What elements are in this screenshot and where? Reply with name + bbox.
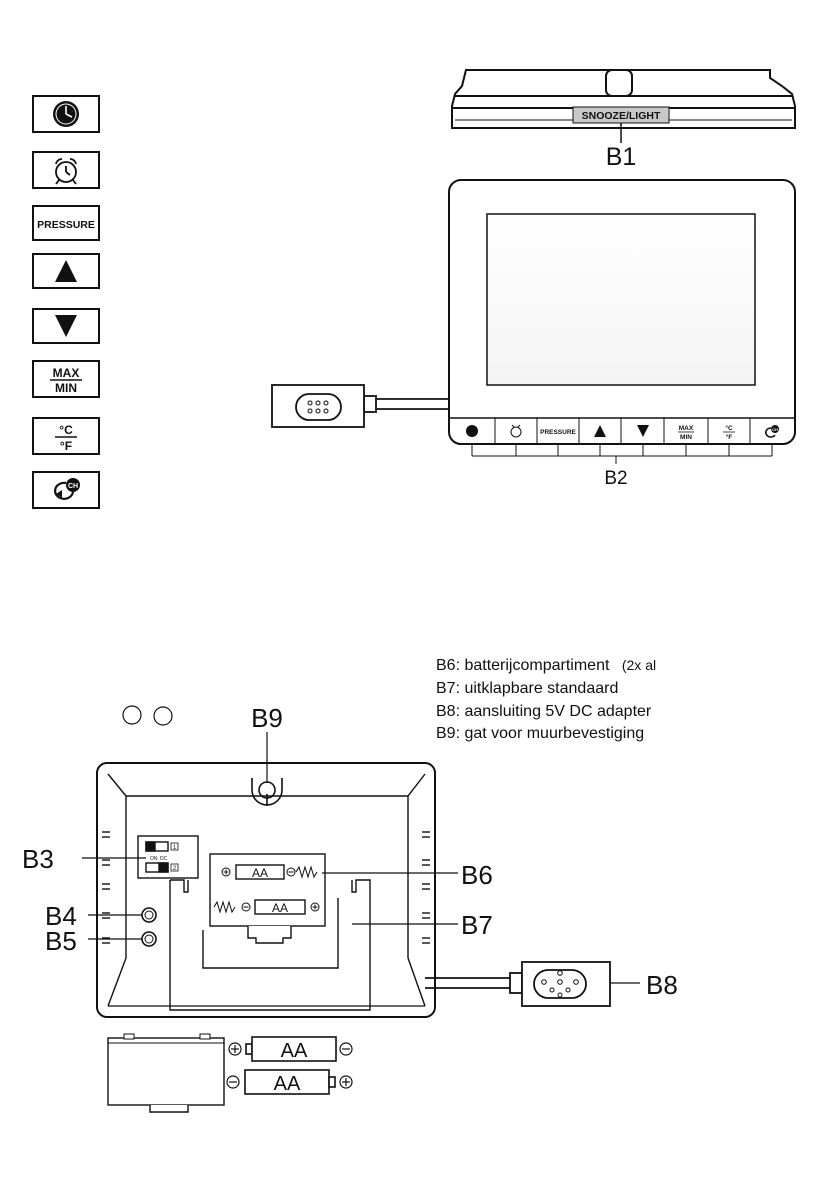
b5-callout: B5 xyxy=(45,926,77,956)
back-sensor-plug xyxy=(425,962,610,1006)
battery-cover xyxy=(108,1034,224,1112)
legend-clock-key xyxy=(33,96,99,132)
b2-bracket xyxy=(472,444,772,464)
b1-callout: B1 xyxy=(606,143,637,171)
strip-clock-button xyxy=(466,425,478,437)
legend-column: PRESSURE MAX MIN °C °F xyxy=(33,96,99,508)
strip-pressure-label: PRESSURE xyxy=(540,429,576,436)
b9-callout: B9 xyxy=(251,703,283,733)
strip-min-label: MIN xyxy=(680,434,692,441)
battery-label-3: AA xyxy=(281,1040,308,1062)
front-sensor-plug xyxy=(272,385,449,427)
top-view: SNOOZE/LIGHT B1 xyxy=(452,70,795,171)
stray-circle-left xyxy=(123,706,141,724)
front-view: PRESSURE MAX MIN °C °F CH B2 xyxy=(272,180,795,489)
switch-label-dc: DC xyxy=(160,856,168,862)
b8-callout: B8 xyxy=(646,970,678,1000)
battery-label-1: AA xyxy=(252,866,268,880)
strip-max-label: MAX xyxy=(679,425,694,432)
legend-channel-key: CH xyxy=(33,472,99,508)
b2-callout: B2 xyxy=(604,468,627,489)
switch-label-on: ON xyxy=(150,856,158,862)
legend-up-key xyxy=(33,254,99,288)
battery-label-2: AA xyxy=(272,901,288,915)
b7-callout: B7 xyxy=(461,910,493,940)
legend-alarm-key xyxy=(33,152,99,188)
snooze-light-label: SNOOZE/LIGHT xyxy=(582,110,661,122)
battery-label-4: AA xyxy=(274,1073,301,1095)
legend-pressure-label: PRESSURE xyxy=(37,219,95,231)
front-view-display xyxy=(487,214,755,385)
dip-switch-block: ON DC 1 2 xyxy=(138,836,198,878)
b3-callout: B3 xyxy=(22,844,54,874)
legend-max-label: MAX xyxy=(53,366,80,380)
description-list: B6: batterijcompartiment (2x al B7: uitk… xyxy=(436,657,656,742)
legend-maxmin-key: MAX MIN xyxy=(33,361,99,397)
strip-celsius-label: °C xyxy=(725,424,733,432)
legend-min-label: MIN xyxy=(55,381,77,395)
clock-icon xyxy=(466,425,478,437)
legend-unit-key: °C °F xyxy=(33,418,99,454)
legend-pressure-key: PRESSURE xyxy=(33,206,99,240)
legend-down-key xyxy=(33,309,99,343)
top-view-center-tab xyxy=(606,70,632,96)
strip-fahrenheit-label: °F xyxy=(726,433,733,441)
legend-celsius-label: °C xyxy=(59,423,73,437)
description-b8: B8: aansluiting 5V DC adapter xyxy=(436,703,652,720)
description-b7: B7: uitklapbare standaard xyxy=(436,680,618,697)
strip-channel-label: CH xyxy=(772,427,778,432)
stray-circle-right xyxy=(154,707,172,725)
back-view: B9 ON DC 1 2 B3 B4 B5 xyxy=(22,703,678,1112)
clock-icon xyxy=(53,101,79,127)
b6-callout: B6 xyxy=(461,860,493,890)
loose-batteries: AA AA xyxy=(227,1037,352,1095)
description-b9: B9: gat voor muurbevestiging xyxy=(436,725,644,742)
legend-fahrenheit-label: °F xyxy=(60,439,72,453)
legend-channel-label: CH xyxy=(68,483,78,490)
description-b6: B6: batterijcompartiment (2x al xyxy=(436,657,656,674)
